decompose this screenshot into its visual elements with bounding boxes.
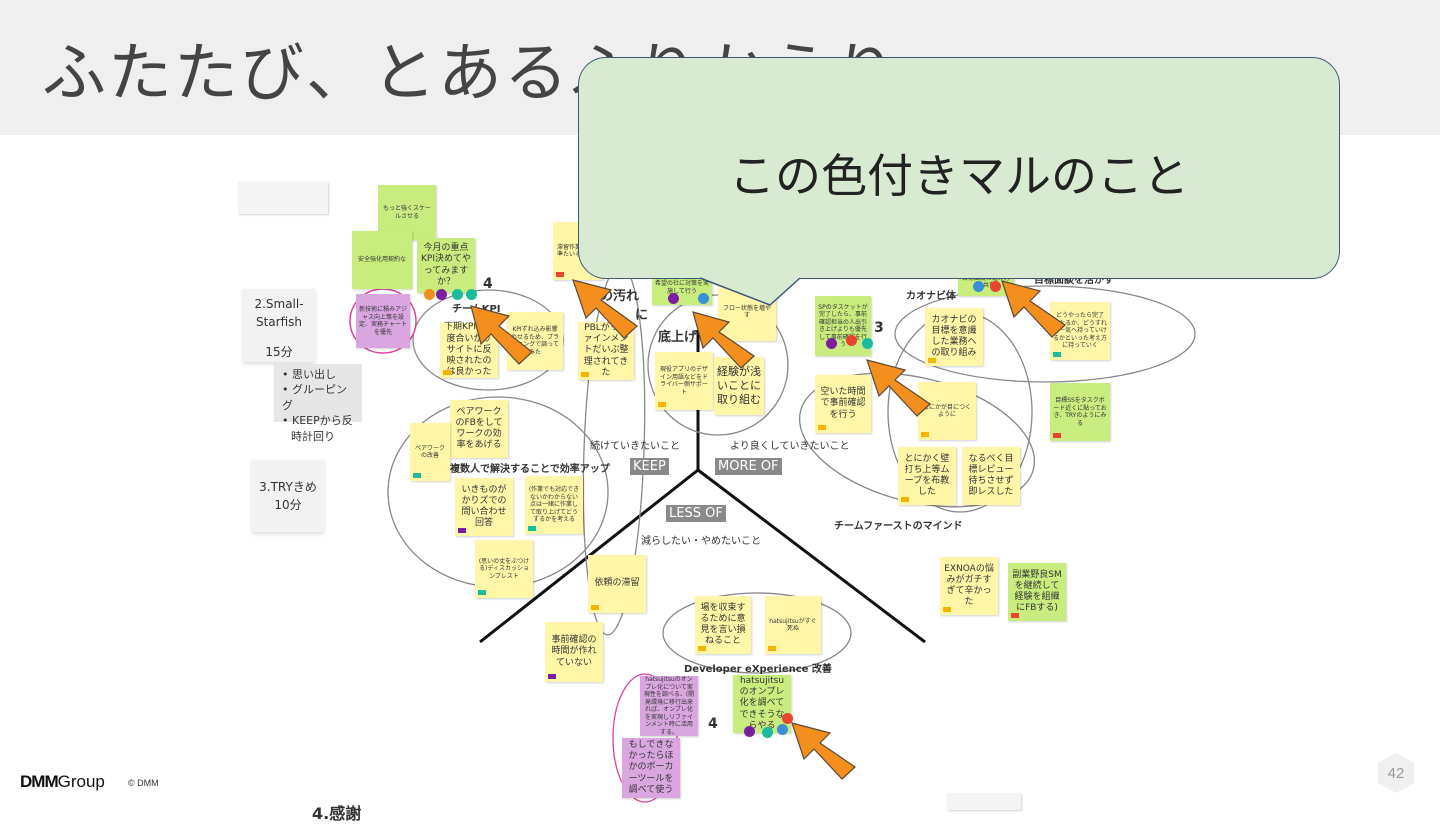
sticky-note: 現役アプリのデザイン用語などをドライバー側サポート (655, 352, 713, 410)
vote-dot-teal (466, 289, 477, 300)
more-label: MORE OF (715, 458, 782, 475)
vote-dot-red (846, 335, 857, 346)
label-partial: カオナビ体 (906, 291, 956, 302)
page-number: 42 (1376, 752, 1416, 794)
sticky-note: 経験が浅いことに取り組む (714, 357, 764, 415)
step2-line2: Starfish (255, 315, 303, 329)
sticky-note: (思いの丈をぶつける)ディスカッションブレスト (475, 540, 533, 598)
sticky-note: 新技術に積みアジャス向上策を設定、実務チャートを優先 (356, 294, 410, 348)
orange-arrow-icon (791, 722, 856, 780)
label-partial: の汚れ (600, 289, 640, 304)
label-number: 4 (483, 276, 493, 292)
sticky-note: 副業野良SMを継続して経験を組織にFBする) (1008, 563, 1066, 621)
more-desc: より良くしていきたいこと (730, 441, 850, 452)
sticky-note: 安全強化用契約な (352, 231, 412, 289)
sticky-note: なにかが目につくように (918, 382, 976, 440)
sticky-note: なるべく目標レビュー待ちさせず即レスした (962, 447, 1020, 505)
label-section-cut: 4.感謝 (312, 804, 362, 823)
vote-dot-red (990, 281, 1001, 292)
sticky-note: 事前確認の時間が作れていない (545, 622, 603, 682)
step2-line3: 15分 (265, 345, 293, 359)
less-label: LESS OF (666, 505, 726, 522)
copyright: © DMM (128, 778, 159, 788)
vote-dot-teal (452, 289, 463, 300)
vote-dot-purple (668, 293, 679, 304)
hexagon-icon (1378, 753, 1414, 793)
label-partial: 底上げ (658, 330, 698, 345)
less-desc: 減らしたい・やめたいこと (641, 536, 761, 547)
vote-dot-blue (777, 724, 788, 735)
sticky-note: カオナビの目標を意識した業務への取り組み (925, 308, 983, 366)
sticky-note: もっと強くスケールさせる (378, 185, 436, 240)
step2-card: 2.Small- Starfish 15分 (243, 289, 315, 362)
vote-dot-purple (436, 289, 447, 300)
vote-dot-red (782, 713, 793, 724)
sticky-note: どうやったら完了となるか、どうすれば一気へ持っていけるかといった考え方に持ってい… (1050, 302, 1110, 360)
step3-line1: 3.TRYきめ (259, 480, 317, 494)
vote-dot-purple (826, 338, 837, 349)
vote-dot-teal (862, 338, 873, 349)
sticky-note: もしできなかったらほかのボーカーツールを調べて使う (622, 738, 680, 798)
step-item: • 思い出し (282, 368, 336, 381)
sticky-note: hatsujitsuのオンプレ化を調べてできそうならやる (733, 675, 791, 733)
keep-label: KEEP (630, 458, 669, 475)
step-item: • KEEPから反時計回り (282, 414, 353, 443)
sticky-note-blank (238, 182, 328, 214)
step-list: • 思い出し • グルーピング • KEEPから反時計回り (274, 364, 362, 443)
sticky-note: hatsujitsuのオンプレ化について実現性を調べる、(開発環境に移行出来れば… (640, 676, 698, 736)
sticky-note-blank (947, 793, 1021, 810)
label-number: 4 (708, 716, 718, 732)
sticky-note: フロー状態を増やす (718, 283, 776, 341)
callout-text: この色付きマルのこと (729, 149, 1189, 203)
sticky-note: ペアワークの改善 (410, 423, 450, 481)
sticky-note: 今月の重点KPI決めてやってみますか？ (417, 238, 475, 293)
callout-box (578, 57, 1340, 279)
vote-dot-purple (744, 726, 755, 737)
vote-dot-teal (762, 727, 773, 738)
sticky-note: 依頼の滞留 (588, 555, 646, 613)
sticky-note: PBLがリファインメントだいぶ整理されてきた (578, 322, 634, 380)
vote-dot-orange (424, 289, 435, 300)
label-partial: 目標面談を活かす (1034, 275, 1114, 286)
label-dx: Developer eXperience 改善 (684, 664, 832, 675)
vote-dot-blue (698, 293, 709, 304)
sticky-note: SPのタスケットが完了したら、事前確認担当の人出引き上げよりも優先して事前確認を… (815, 296, 871, 356)
sticky-note: hatsujitsuがすぐ死ぬ (765, 596, 821, 654)
sticky-note: (作業でも対応できないかわからない点は一緒に作業して取り上げてどうするかを考える (525, 476, 583, 534)
dmm-group-logo: DMMGroup (20, 772, 105, 791)
step3-line2: 10分 (274, 498, 302, 512)
keep-desc: 続けていきたいこと (590, 441, 680, 452)
sticky-note: KPIずれ込み影響のせるため、プランニングで調ってみた (507, 312, 563, 370)
sticky-note: 空いた時間で事前確認を行う (815, 375, 871, 433)
sticky-note: 場を収束するために意見を言い損ねること (695, 596, 751, 654)
step-item: • グルーピング (282, 383, 347, 412)
sticky-note: とにかく壁打ち上等ムーブを布教した (898, 447, 956, 505)
label-multi-person: 複数人で解決することで効率アップ (450, 464, 610, 475)
sticky-note: いきものがかりズでの問い合わせ回答 (455, 478, 513, 536)
sticky-note: 目標SSをタスクボード近くに貼っておき、TRYのようにみる (1050, 383, 1110, 441)
vote-dot-blue (973, 281, 984, 292)
label-team-kpi: チームKPI (452, 304, 501, 315)
label-number: 3 (874, 320, 884, 336)
sticky-note: 下期KPIを心度合いがりサイトに反映されたのは良かった (440, 322, 498, 378)
step3-card: 3.TRYきめ 10分 (252, 460, 324, 532)
step2-line1: 2.Small- (254, 297, 304, 311)
label-partial: に (635, 308, 649, 323)
label-team-first: チームファーストのマインド (834, 521, 963, 532)
sticky-note: EXNOAの悩みがガチすぎて辛かった (940, 557, 998, 615)
sticky-note: ペアワークのFBをしてワークの効率をあげる (450, 400, 508, 458)
